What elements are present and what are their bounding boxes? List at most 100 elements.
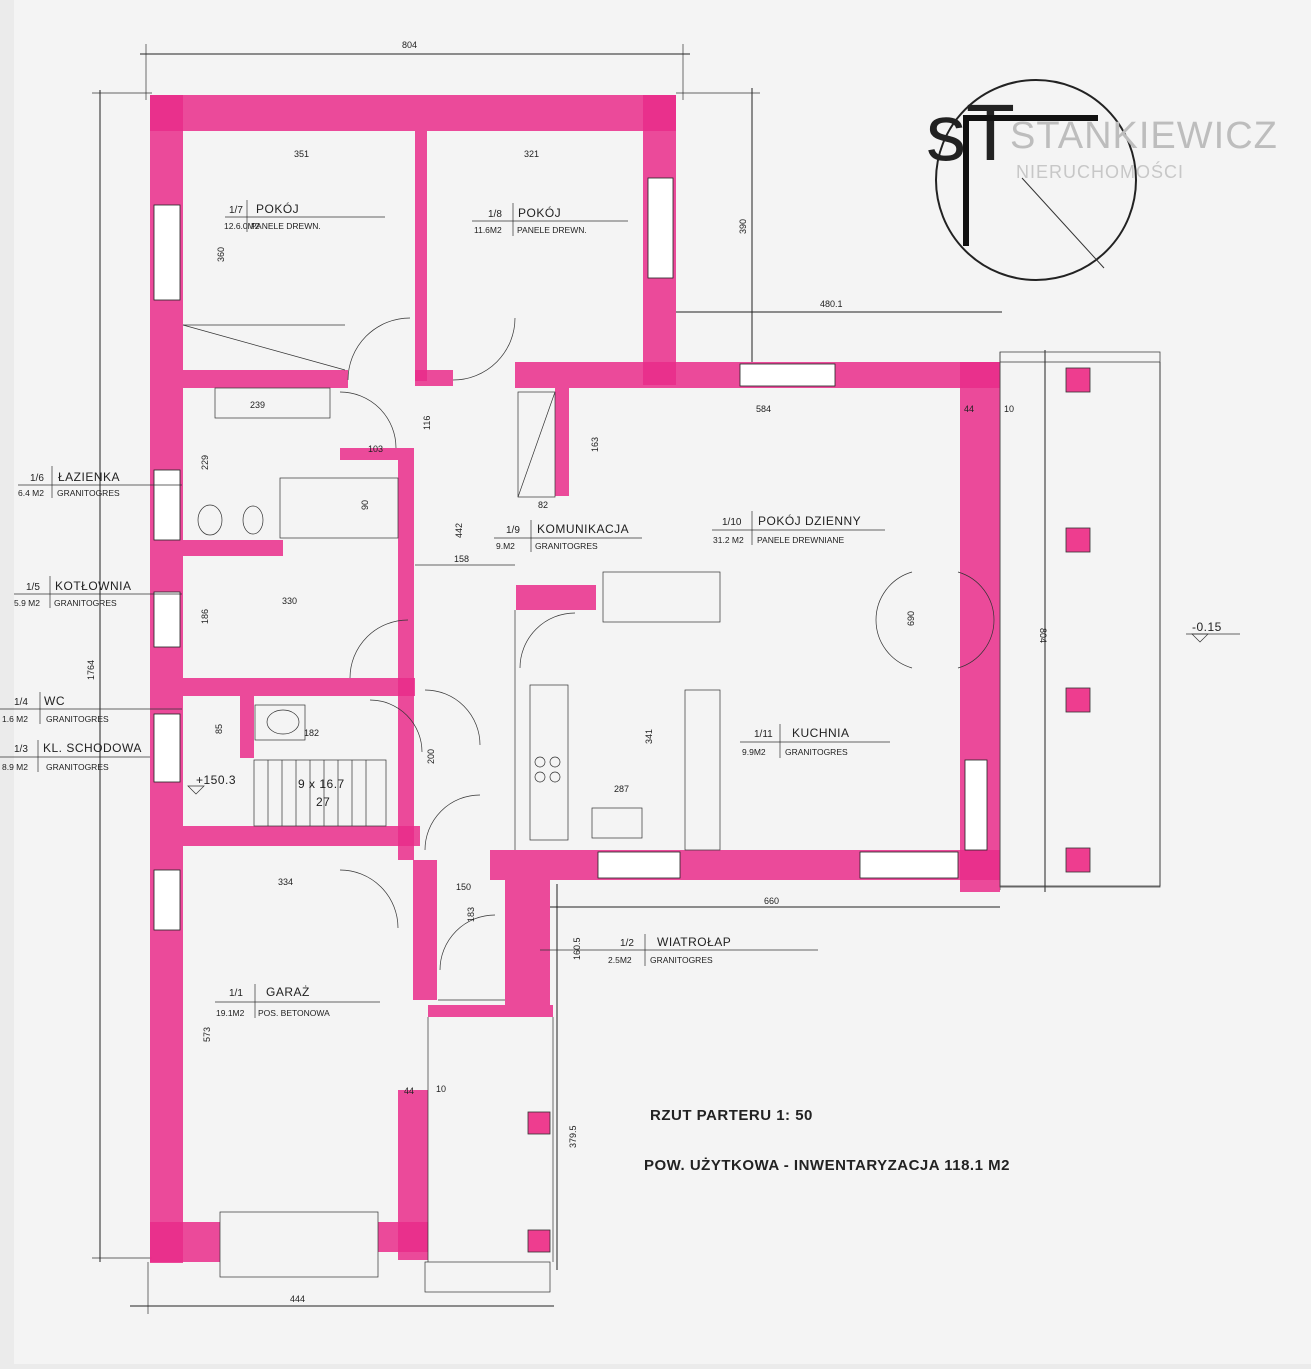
room-1-4: 1/4 WC 1.6 M2 GRANITOGRES [0, 692, 182, 724]
window-living-bottom [859, 851, 959, 879]
dim-w-82: 82 [538, 500, 548, 510]
svg-text:ŁAZIENKA: ŁAZIENKA [58, 470, 120, 484]
bathtub [279, 477, 399, 539]
logo: sT STANKIEWICZ NIERUCHOMOŚCI [926, 79, 1278, 281]
room-1-11: 1/11 KUCHNIA 9.9M2 GRANITOGRES [740, 724, 890, 758]
logo-name: STANKIEWICZ [1010, 115, 1278, 157]
svg-text:6.4 M2: 6.4 M2 [18, 488, 44, 498]
svg-text:GRANITOGRES: GRANITOGRES [46, 762, 109, 772]
dim-right-upper: 390 [738, 219, 748, 234]
washbasin-icon [242, 505, 264, 535]
pillar [527, 1229, 551, 1253]
room-1-1: 1/1 GARAŻ 19.1M2 POS. BETONOWA [215, 984, 380, 1018]
svg-text:POKÓJ: POKÓJ [256, 201, 299, 216]
room-1-3: 1/3 KL. SCHODOWA 8.9 M2 GRANITOGRES [0, 740, 150, 772]
room-1-2: 1/2 WIATROŁAP 2.5M2 GRANITOGRES [540, 934, 818, 966]
dim-right-total: 804 [1038, 628, 1048, 643]
door-arc-icon [349, 619, 409, 679]
terrace [999, 351, 1161, 888]
dim-wall-10: 10 [1004, 404, 1014, 414]
dim-hall-200: 200 [426, 749, 436, 764]
dim-vest-150: 150 [456, 882, 471, 892]
dim-garage-44: 44 [404, 1086, 414, 1096]
dim-room17-h: 360 [216, 247, 226, 262]
dim-hall-103: 103 [368, 444, 383, 454]
level-stairs: +150.3 [196, 773, 236, 787]
door-arc-icon [875, 571, 913, 669]
chimney-block [602, 571, 721, 623]
toilet-icon [197, 504, 223, 536]
kitchen-counter-left [529, 684, 569, 841]
svg-text:GRANITOGRES: GRANITOGRES [54, 598, 117, 608]
kitchen-sink-icon [591, 807, 643, 839]
svg-text:1/4: 1/4 [14, 697, 28, 708]
burner-icon [549, 756, 561, 768]
svg-text:GRANITOGRES: GRANITOGRES [46, 714, 109, 724]
door-arc-icon [347, 317, 411, 381]
svg-text:KL. SCHODOWA: KL. SCHODOWA [43, 741, 142, 755]
door-arc-icon [424, 689, 481, 746]
svg-text:1/5: 1/5 [26, 582, 40, 593]
dim-wall-44: 44 [964, 404, 974, 414]
svg-text:WIATROŁAP: WIATROŁAP [657, 935, 731, 949]
entrance-step [424, 1261, 551, 1293]
svg-text:KOMUNIKACJA: KOMUNIKACJA [537, 522, 629, 536]
dim-vest-160: 160.5 [572, 937, 582, 960]
pillar [527, 1111, 551, 1135]
walls [150, 95, 1000, 1263]
svg-text:GRANITOGRES: GRANITOGRES [535, 541, 598, 551]
dim-bath-w: 239 [250, 400, 265, 410]
staircase [253, 759, 387, 827]
svg-text:KUCHNIA: KUCHNIA [792, 726, 850, 740]
door-arc-icon [339, 869, 399, 929]
svg-text:1/7: 1/7 [229, 205, 243, 216]
interior-lines [182, 324, 1161, 1293]
level-marker-icon [1191, 633, 1209, 643]
svg-text:GRANITOGRES: GRANITOGRES [57, 488, 120, 498]
dim-h-163: 163 [590, 437, 600, 452]
svg-text:POKÓJ DZIENNY: POKÓJ DZIENNY [758, 513, 861, 528]
window-left-1 [153, 204, 181, 301]
svg-text:1/2: 1/2 [620, 938, 634, 949]
window-garage [153, 869, 181, 931]
dim-boiler-h: 186 [200, 609, 210, 624]
wardrobe [517, 391, 556, 498]
svg-text:KOTŁOWNIA: KOTŁOWNIA [55, 579, 132, 593]
dim-ext-660: 660 [764, 896, 779, 906]
usable-area: POW. UŻYTKOWA - INWENTARYZACJA 118.1 M2 [644, 1157, 1010, 1174]
svg-text:11.6M2: 11.6M2 [474, 225, 502, 235]
dimension-labels: 804 444 1764 804 390 351 321 360 480.1 2… [86, 40, 1048, 1304]
dim-top-total: 804 [402, 40, 417, 50]
dim-living-h: 690 [906, 611, 916, 626]
burner-icon [549, 771, 561, 783]
svg-text:PANELE DREWN.: PANELE DREWN. [517, 225, 587, 235]
dim-room18-w: 321 [524, 149, 539, 159]
svg-text:1.6 M2: 1.6 M2 [2, 714, 28, 724]
logo-corner-icon [963, 115, 1098, 246]
dim-garage-h: 573 [202, 1027, 212, 1042]
room-1-7: 1/7 POKÓJ 12.6.0M2 PANELE DREWN. [224, 200, 385, 232]
pillar [1065, 847, 1091, 873]
dim-vest-183: 183 [466, 907, 476, 922]
dim-garage-w: 334 [278, 877, 293, 887]
door-arc-icon [339, 391, 397, 449]
room-1-10: 1/10 POKÓJ DZIENNY 31.2 M2 PANELE DREWNI… [712, 511, 885, 545]
logo-circle-icon [935, 79, 1137, 281]
room-1-5: 1/5 KOTŁOWNIA 5.9 M2 GRANITOGRES [14, 576, 182, 608]
dim-left-total: 1764 [86, 660, 96, 680]
svg-text:POKÓJ: POKÓJ [518, 205, 561, 220]
level-marker-icon [187, 785, 205, 795]
windows [153, 177, 988, 931]
drawing-title: RZUT PARTERU 1: 50 [650, 1107, 813, 1124]
garage-door [219, 1211, 379, 1278]
doors [339, 317, 995, 971]
svg-text:1/1: 1/1 [229, 988, 243, 999]
dim-ext-480: 480.1 [820, 299, 843, 309]
svg-text:12.6.0M2: 12.6.0M2 [224, 221, 260, 231]
stairs-spec: 9 x 16.7 [298, 777, 345, 791]
dim-living-w: 584 [756, 404, 771, 414]
pillar [1065, 367, 1091, 393]
svg-text:GARAŻ: GARAŻ [266, 985, 310, 999]
